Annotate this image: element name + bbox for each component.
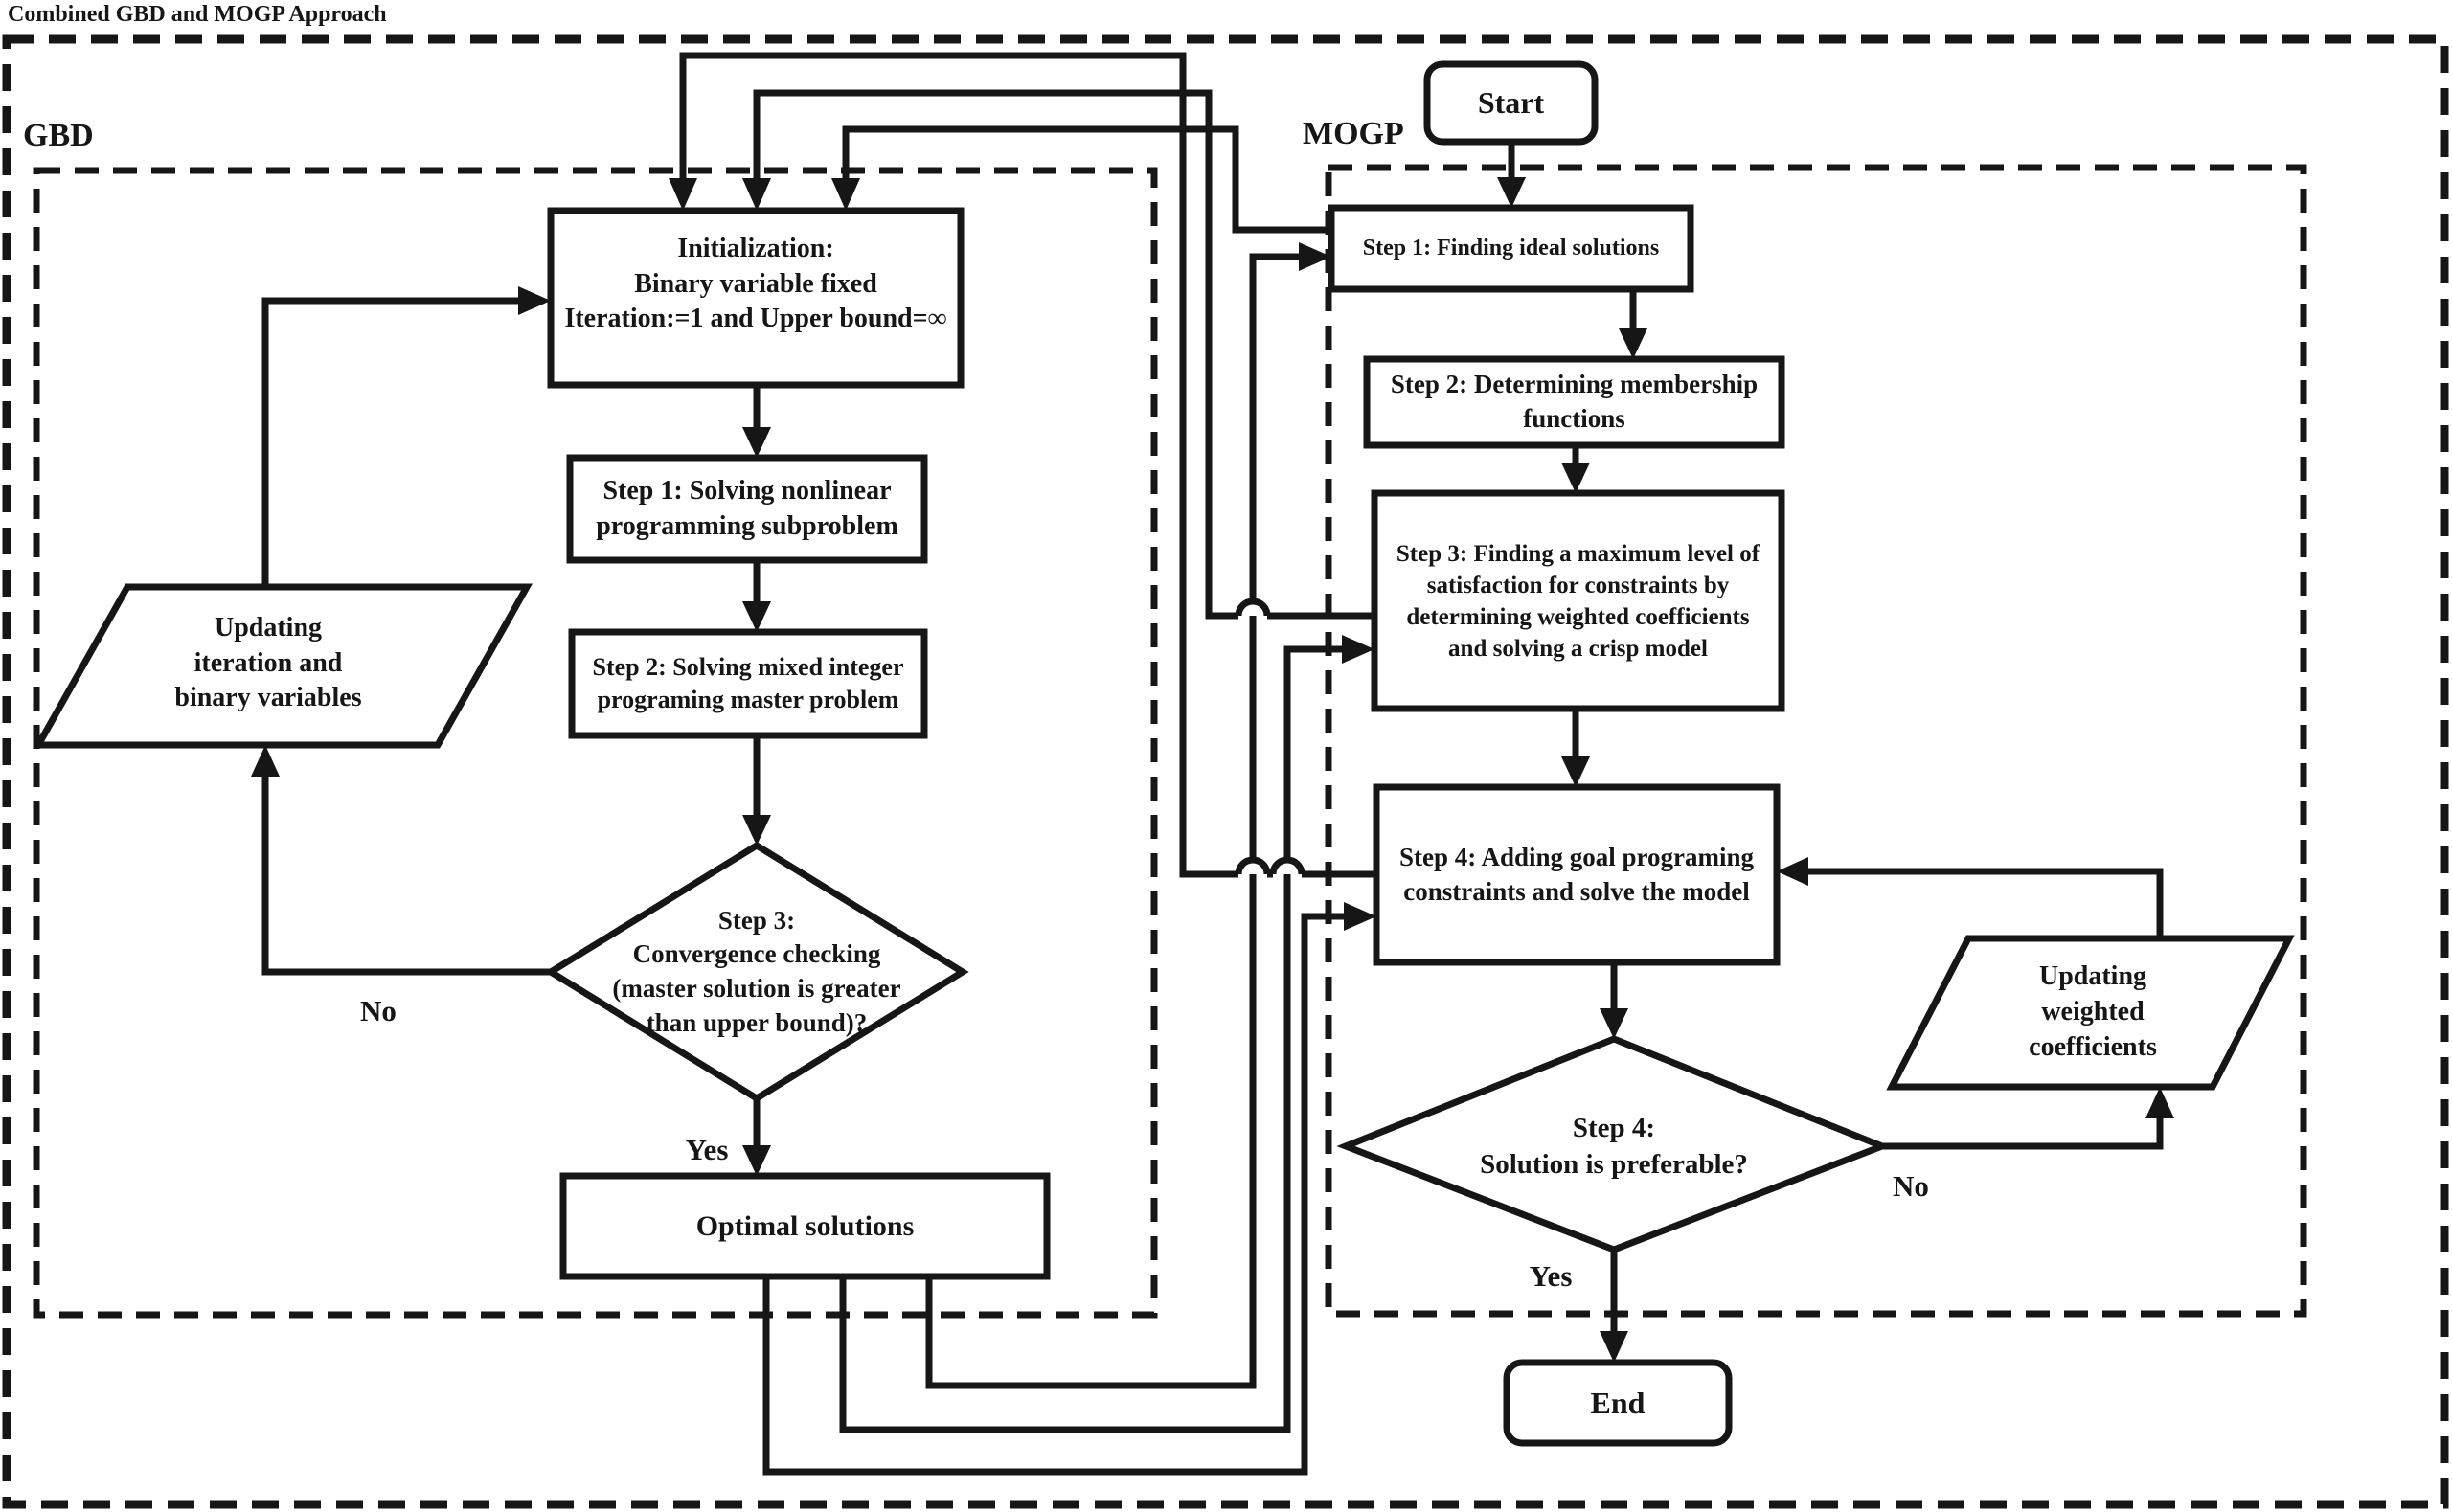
gbd-yes-label: Yes	[685, 1132, 729, 1166]
mogp-step4-label: Step 4: Adding goal programing constrain…	[1398, 842, 1755, 906]
line-hop-step3-return	[1235, 598, 1271, 617]
mogp-step4-check-label: Step 4: Solution is preferable?	[1480, 1112, 1748, 1180]
arrowhead-start-step1	[1497, 177, 1526, 208]
end-node-shape	[1503, 1359, 1733, 1447]
gbd-updating-label: Updating iteration and binary variables	[174, 612, 362, 713]
arrowhead-into-mogp-step1	[1299, 242, 1331, 271]
mogp-step1-label: Step 1: Finding ideal solutions	[1362, 235, 1660, 260]
arrowhead-into-optimal	[742, 1145, 771, 1176]
init-node-label: Initialization: Binary variable fixed It…	[564, 233, 947, 334]
gbd-step2-label: Step 2: Solving mixed integer programing…	[592, 652, 904, 713]
gbd-step3-diamond-label: Step 3: Convergence checking (master sol…	[612, 905, 901, 1037]
mogp-updating-parallelogram-shape	[1886, 935, 2295, 1091]
arrowhead-into-mogp-updating	[2146, 1087, 2174, 1118]
mogp-step3-label: Step 3: Finding a maximum level of satis…	[1396, 540, 1760, 662]
arrowhead-into-mogp-step3	[1342, 635, 1374, 664]
edge-gbd-updating-to-init	[261, 297, 518, 587]
arrowhead-return3-into-init	[742, 178, 771, 211]
optimal-solutions-label: Optimal solutions	[695, 1209, 915, 1242]
arrowhead-return1-into-init	[831, 178, 860, 211]
arrowhead-into-mogp-step4	[1344, 902, 1376, 931]
edge-mogp-step3-return	[753, 89, 1374, 620]
end-node-label: End	[1590, 1385, 1646, 1420]
outer-dashed-border	[2, 34, 2449, 1509]
gbd-updating-parallelogram-shape	[33, 583, 533, 749]
edge-mogp-step1-return	[842, 125, 1331, 234]
mogp-dashed-box	[1325, 164, 2307, 1318]
edge-mogp-no-to-updating	[1882, 1118, 2164, 1150]
gbd-region-label: GBD	[23, 118, 94, 153]
diagram-title: Combined GBD and MOGP Approach	[8, 2, 387, 27]
arrowhead-step1-step2	[1619, 328, 1647, 359]
arrowhead-into-end	[1600, 1331, 1628, 1363]
arrowhead-into-gbd-updating	[251, 745, 280, 777]
mogp-updating-label: Updating weighted coefficients	[2029, 961, 2157, 1062]
start-node-label: Start	[1477, 85, 1545, 121]
mogp-yes-label: Yes	[1529, 1258, 1573, 1293]
mogp-step3-shape	[1371, 489, 1785, 712]
arrowhead-updating-into-step4	[1777, 857, 1808, 886]
mogp-step2-label: Step 2: Determining membership functions	[1390, 370, 1759, 433]
mogp-region-label: MOGP	[1303, 116, 1404, 151]
line-hop-step4-return-a	[1235, 856, 1271, 875]
line-hop-step4-return-b	[1269, 856, 1305, 875]
arrowhead-step3-step4	[1561, 756, 1590, 787]
init-node-shape	[547, 207, 965, 389]
edge-optimal-to-mogp-step1	[925, 253, 1299, 1389]
arrowhead-updating-into-init	[518, 286, 551, 315]
arrowhead-init-step1	[742, 427, 771, 458]
mogp-step2-shape	[1363, 355, 1785, 449]
arrowhead-gbd-step1-step2	[742, 601, 771, 632]
gbd-step1-shape	[566, 454, 928, 564]
edge-mogp-updating-to-step4	[1808, 868, 2164, 938]
gbd-step1-label: Step 1: Solving nonlinear programming su…	[596, 475, 898, 541]
arrowhead-return4-into-init	[669, 178, 697, 211]
mogp-no-label: No	[1893, 1168, 1929, 1203]
mogp-step1-shape	[1328, 204, 1694, 293]
optimal-solutions-shape	[559, 1172, 1051, 1280]
mogp-step4-shape	[1373, 783, 1781, 966]
arrowhead-step2-step3	[1561, 463, 1590, 493]
gbd-no-label: No	[360, 993, 397, 1027]
arrowhead-step4-check	[1600, 1008, 1628, 1039]
gbd-step2-shape	[568, 628, 928, 739]
edge-gbd-no-to-updating	[261, 777, 551, 976]
edge-optimal-to-mogp-step4	[762, 913, 1344, 1476]
arrowhead-gbd-step2-diamond	[742, 815, 771, 846]
edge-optimal-to-mogp-step3	[839, 645, 1342, 1433]
